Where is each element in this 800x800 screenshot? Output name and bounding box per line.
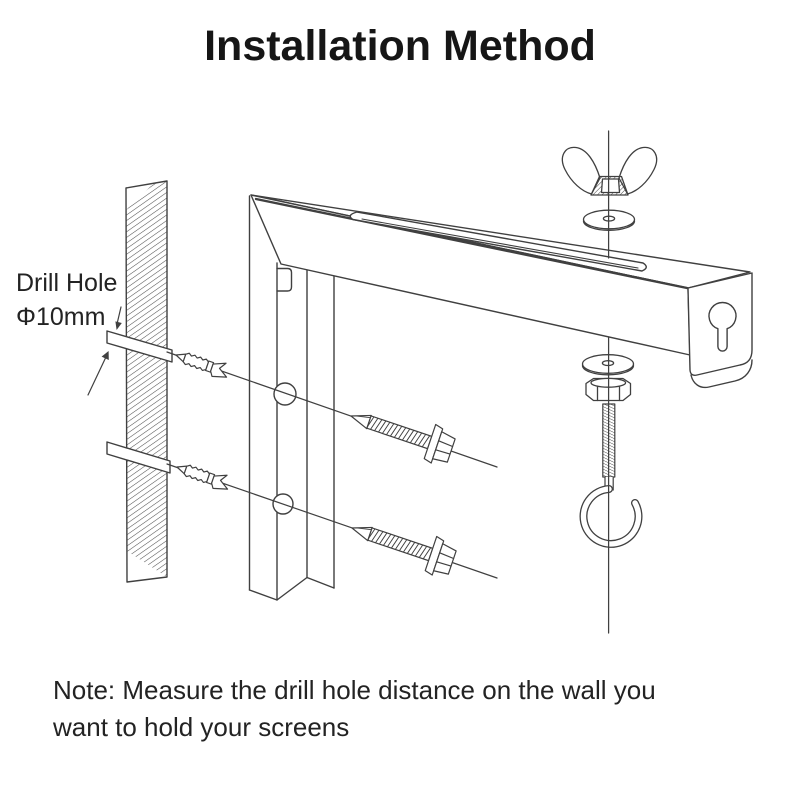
screw-head-facet-2 [436, 561, 452, 567]
drill-hole-pointer-arrows [87, 306, 122, 396]
screw-head-facet-2 [435, 449, 451, 455]
screw-head-facet-1 [438, 440, 454, 448]
screw-head-facet-1 [439, 552, 455, 560]
wall-hatching [126, 181, 167, 577]
hook-curve-inner [580, 486, 642, 547]
screw-flange [424, 535, 445, 576]
drill-hole-tube-upper [106, 330, 173, 363]
screw-tip-line [356, 527, 372, 531]
drill-hole-label-line2: Φ10mm [16, 303, 106, 331]
anchor-tail-fins [211, 474, 229, 490]
anchor-ribbed-body [183, 464, 211, 484]
drill-hole-tubes [106, 330, 173, 474]
screw-threads [367, 528, 432, 560]
screw-tip-line [355, 415, 371, 419]
plate-top-notch [276, 267, 293, 292]
l-bracket [248, 194, 753, 601]
keyhole-slot [708, 301, 737, 352]
page-title: Installation Method [204, 22, 596, 70]
note-text-line1: Note: Measure the drill hole distance on… [53, 675, 656, 705]
lag-screw-lower [351, 526, 457, 576]
drill-hole-label: Drill Hole Φ10mm [16, 266, 117, 334]
pointer-arrow-upper-line [116, 306, 122, 325]
drill-hole-tube-lower [106, 441, 171, 474]
arm-end-tab-roll [690, 359, 753, 389]
wing-nut-right-wing [618, 146, 658, 195]
wall-cross-section [125, 180, 168, 583]
bracket-hole-upper [273, 382, 297, 406]
anchor-tail-fins [210, 362, 228, 378]
hook-bolt [579, 403, 643, 548]
lag-screw-upper [350, 414, 456, 464]
pointer-arrow-lower-line [87, 357, 107, 396]
screw-threads [366, 416, 431, 448]
arm-front-top-edge [254, 197, 689, 290]
wing-nut-square-hole [600, 178, 621, 194]
screw-flange [423, 423, 444, 464]
note-text: Note: Measure the drill hole distance on… [53, 672, 656, 746]
wall-anchor-upper [175, 352, 228, 378]
pointer-arrow-lower-head [101, 351, 109, 360]
bracket-arm [250, 194, 753, 389]
wing-nut-left-wing [561, 146, 601, 195]
note-text-line2: want to hold your screens [53, 712, 350, 742]
slot-depth-line [361, 218, 639, 269]
wall-anchor-lower [176, 464, 229, 490]
drill-hole-label-line1: Drill Hole [16, 269, 118, 297]
wing-nut [561, 146, 658, 196]
pointer-arrow-upper-head [115, 321, 122, 330]
plate-bottom-edge [248, 576, 335, 601]
bracket-wall-plate [248, 195, 335, 601]
alignment-guide-lines [166, 351, 498, 579]
anchor-ribbed-body [182, 352, 210, 372]
